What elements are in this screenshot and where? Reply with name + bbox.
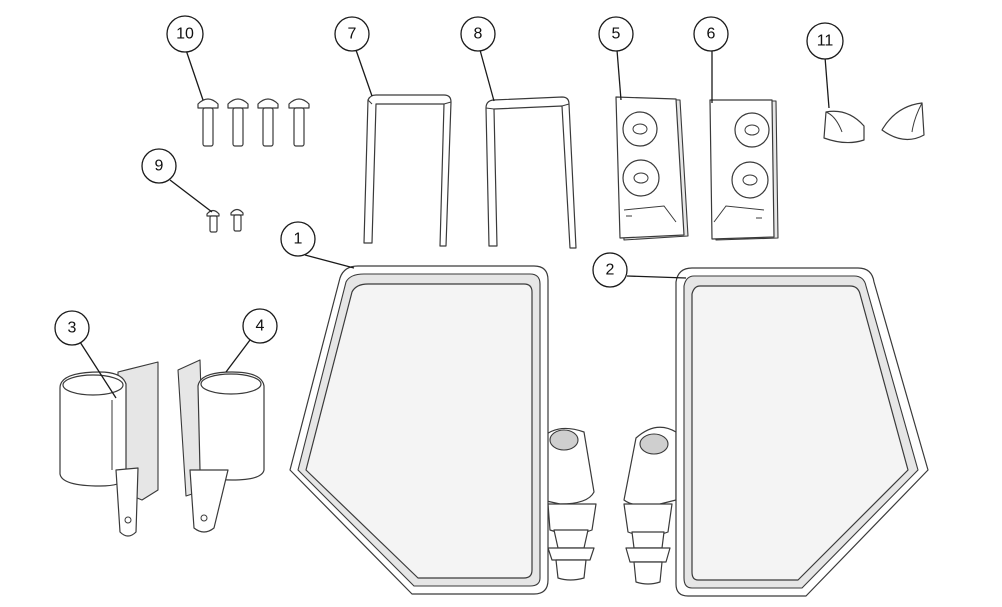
callout-11: 11 [806, 22, 844, 60]
leader-9 [169, 179, 213, 213]
callout-5: 5 [598, 16, 634, 52]
part-1-mirror-left [289, 265, 597, 595]
part-6-mount-plate [709, 99, 779, 241]
callout-10-label: 10 [176, 26, 194, 43]
callout-1: 1 [280, 221, 316, 257]
callout-6: 6 [693, 16, 729, 52]
leader-4 [225, 339, 251, 373]
callout-7: 7 [334, 16, 370, 52]
screw [230, 208, 244, 232]
part-8-u-bracket [485, 96, 577, 249]
callout-6-label: 6 [707, 26, 716, 43]
part-11-caps [823, 102, 925, 144]
callout-4: 4 [242, 308, 278, 344]
callout-5-label: 5 [612, 26, 621, 43]
callout-7-label: 7 [348, 26, 357, 43]
part-10-bolts [197, 98, 310, 147]
callout-11-label: 11 [817, 33, 834, 50]
part-4-clamp-housing [177, 359, 265, 533]
leader-3 [79, 341, 117, 399]
leader-2 [626, 275, 687, 279]
callout-8-label: 8 [474, 26, 483, 43]
part-9-screws [206, 208, 244, 233]
part-7-u-bracket [363, 94, 452, 247]
callout-3: 3 [54, 310, 90, 346]
leader-11 [824, 56, 830, 109]
part-2-mirror-right [623, 267, 929, 597]
leader-5 [616, 49, 622, 101]
leader-7 [355, 49, 373, 97]
callout-3-label: 3 [68, 320, 77, 337]
callout-9-label: 9 [155, 158, 164, 175]
part-3-clamp-housing [59, 361, 159, 537]
leader-1 [304, 254, 355, 269]
cap [881, 102, 925, 141]
screw [206, 209, 220, 233]
callout-4-label: 4 [256, 318, 265, 335]
callout-2-label: 2 [606, 262, 615, 279]
callout-8: 8 [460, 16, 496, 52]
callout-9: 9 [141, 148, 177, 184]
callout-2: 2 [592, 252, 628, 288]
cap [823, 110, 865, 144]
callout-10: 10 [166, 15, 204, 53]
leader-8 [479, 49, 495, 102]
part-5-mount-plate [615, 96, 689, 241]
callout-1-label: 1 [294, 231, 303, 248]
bolt [288, 98, 310, 147]
leader-10 [185, 49, 204, 101]
bolt [197, 98, 219, 147]
bolt [227, 98, 249, 147]
callouts: 1 2 3 4 5 6 7 8 [54, 15, 844, 346]
leader-lines [79, 49, 830, 399]
bolt [257, 98, 279, 147]
